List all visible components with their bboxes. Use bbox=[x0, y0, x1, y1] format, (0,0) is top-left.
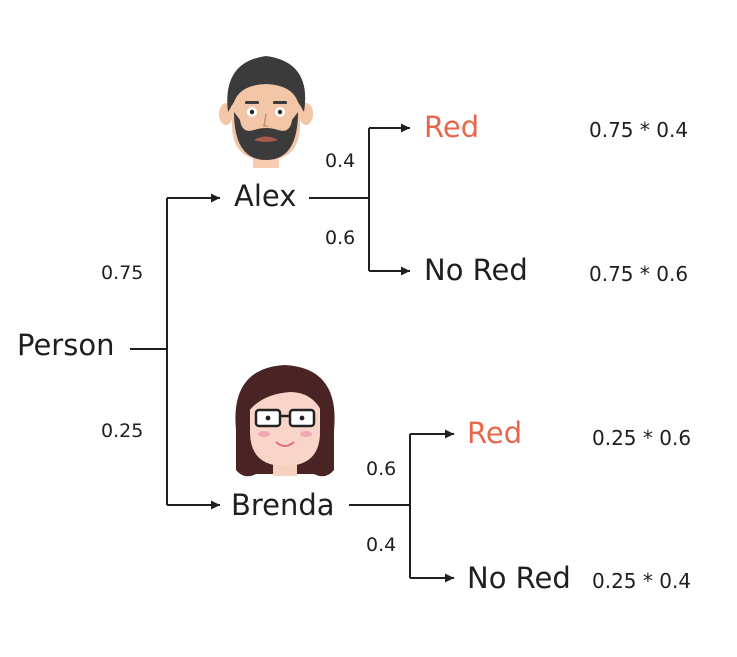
person-node-label: Person bbox=[17, 328, 115, 362]
bearded-man-avatar-icon bbox=[219, 56, 313, 168]
alex-red-probability: 0.4 bbox=[325, 150, 356, 172]
brenda-no-red-probability: 0.4 bbox=[366, 534, 397, 556]
alex-red-product: 0.75 * 0.4 bbox=[589, 118, 689, 142]
woman-with-glasses-avatar-icon bbox=[235, 365, 335, 477]
brenda-red-probability: 0.6 bbox=[366, 458, 397, 480]
brenda-node-label: Brenda bbox=[231, 488, 335, 522]
brenda-red-product: 0.25 * 0.6 bbox=[592, 426, 692, 450]
brenda-no-red-outcome-label: No Red bbox=[467, 561, 571, 595]
alex-branch-probability: 0.75 bbox=[101, 262, 144, 284]
brenda-red-outcome-label: Red bbox=[467, 416, 523, 450]
alex-no-red-outcome-label: No Red bbox=[424, 253, 528, 287]
alex-no-red-product: 0.75 * 0.6 bbox=[589, 262, 689, 286]
alex-node-label: Alex bbox=[234, 179, 297, 213]
brenda-branch-probability: 0.25 bbox=[101, 420, 144, 442]
alex-no-red-probability: 0.6 bbox=[325, 227, 356, 249]
brenda-no-red-product: 0.25 * 0.4 bbox=[592, 569, 692, 593]
alex-red-outcome-label: Red bbox=[424, 110, 480, 144]
